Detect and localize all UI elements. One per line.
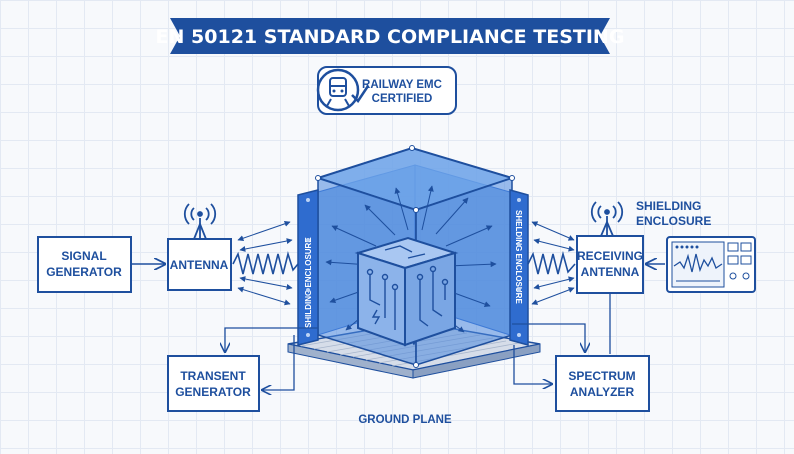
signal-generator-line-2: GENERATOR — [46, 265, 122, 279]
left-field-arrows — [237, 220, 293, 306]
right-shield-wall: SHELDING ENCLOSURE — [509, 189, 529, 346]
transient-generator-line-2: GENERATOR — [175, 385, 251, 399]
check-icon — [351, 85, 370, 103]
right-wall-label: SHELDING ENCLOSURE — [514, 210, 523, 304]
title-banner: EN 50121 STANDARD COMPLIANCE TESTING — [156, 18, 625, 54]
equipment-under-test — [354, 236, 459, 347]
spectrum-analyzer-line-2: ANALYZER — [570, 385, 635, 399]
shielding-enclosure-cube: SHILDING ENCLOSURE SHELDING ENCLOSURE — [297, 145, 529, 368]
connector-ground-to-analyzer — [513, 345, 552, 384]
shielding-enclosure-label-2: ENCLOSURE — [636, 214, 711, 228]
connector-enclosure-to-transient — [225, 327, 318, 352]
receiving-antenna-box[interactable]: RECEIVING ANTENNA — [576, 235, 644, 294]
antenna-label: ANTENNA — [170, 258, 229, 272]
signal-generator-box[interactable]: SIGNAL GENERATOR — [37, 236, 132, 293]
signal-generator-line-1: SIGNAL — [61, 249, 106, 263]
shielding-enclosure-label-1: SHIELDING — [636, 199, 701, 213]
spectrum-analyzer-line-1: SPECTRUM — [568, 369, 635, 383]
transient-generator-line-1: TRANSENT — [180, 369, 246, 383]
railway-emc-badge: RAILWAY EMC CERTIFIED — [316, 66, 457, 115]
page-title: EN 50121 STANDARD COMPLIANCE TESTING — [156, 26, 625, 48]
left-emission-wave — [232, 251, 299, 275]
right-emission-wave — [527, 250, 576, 275]
ground-plane-label: GROUND PLANE — [358, 414, 452, 426]
connector-enclosure-to-analyzer — [512, 323, 585, 352]
left-wall-label: SHILDING ENCLOSURE — [304, 237, 313, 328]
antenna-box[interactable]: ANTENNA — [167, 238, 232, 291]
receiving-antenna-icon — [590, 201, 624, 237]
spectrum-analyzer-box[interactable]: SPECTRUM ANALYZER — [555, 355, 650, 412]
badge-line-1: RAILWAY EMC — [362, 79, 442, 91]
right-field-arrows — [531, 221, 575, 305]
receiving-antenna-line-2: ANTENNA — [581, 265, 640, 279]
left-shield-wall: SHILDING ENCLOSURE — [297, 189, 319, 346]
train-icon — [316, 68, 360, 112]
badge-line-2: CERTIFIED — [372, 93, 433, 105]
antenna-icon — [183, 203, 217, 240]
receiving-antenna-line-1: RECEIVING — [577, 249, 643, 263]
transient-generator-box[interactable]: TRANSENT GENERATOR — [167, 355, 260, 412]
connector-ground-to-transient — [262, 335, 295, 390]
spectrum-monitor-icon — [666, 236, 756, 293]
